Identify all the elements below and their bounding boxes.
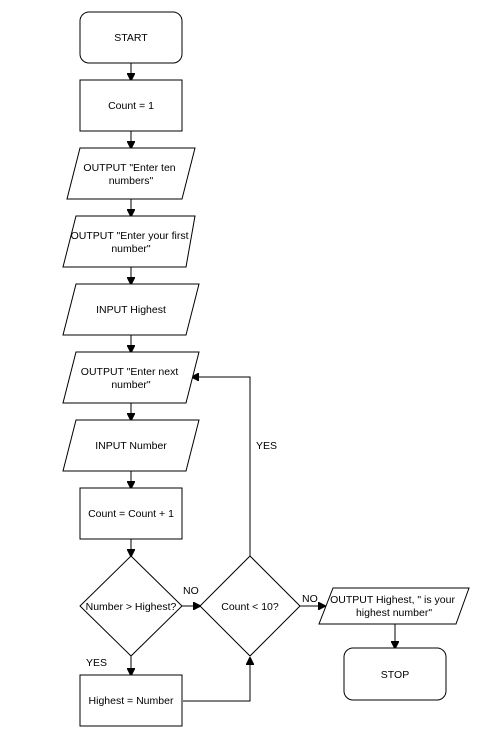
count-no-label: NO bbox=[302, 593, 318, 605]
assign-highest-process bbox=[79, 674, 183, 727]
decision-count bbox=[199, 555, 301, 657]
count-init-process bbox=[79, 79, 183, 132]
decision-count-label: Count < 10? bbox=[221, 601, 279, 613]
edges bbox=[131, 63, 395, 702]
input-highest-label: INPUT Highest bbox=[96, 304, 166, 316]
output-highest-label: OUTPUT Highest, " is your highest number… bbox=[330, 594, 458, 619]
greater-yes-label: YES bbox=[86, 657, 107, 669]
edge-count-yes-loop bbox=[192, 377, 251, 556]
start-terminator bbox=[79, 11, 183, 64]
count-increment-process bbox=[79, 487, 183, 540]
count-yes-label: YES bbox=[256, 440, 277, 452]
count-init-label: Count = 1 bbox=[108, 100, 154, 112]
output-enter-next-io bbox=[62, 351, 200, 404]
output-enter-first-io bbox=[62, 215, 196, 268]
start-label: START bbox=[114, 32, 148, 44]
stop-label: STOP bbox=[381, 669, 409, 681]
output-enter-ten-io bbox=[66, 147, 196, 200]
output-highest-io bbox=[318, 587, 470, 625]
stop-terminator bbox=[343, 647, 447, 701]
count-increment-label: Count = Count + 1 bbox=[88, 508, 174, 520]
node-labels: START Count = 1 OUTPUT "Enter ten number… bbox=[71, 32, 458, 707]
output-enter-ten-label: OUTPUT "Enter ten numbers" bbox=[83, 162, 178, 187]
output-enter-next-label: OUTPUT "Enter next number" bbox=[81, 366, 181, 391]
decision-greater-label: Number > Highest? bbox=[86, 601, 177, 613]
input-number-label: INPUT Number bbox=[95, 440, 167, 452]
input-number-io bbox=[62, 419, 200, 472]
shapes bbox=[62, 11, 470, 727]
output-enter-first-label: OUTPUT "Enter your first number" bbox=[71, 230, 192, 255]
input-highest-io bbox=[62, 283, 200, 336]
edge-assign-to-count bbox=[183, 658, 250, 702]
assign-highest-label: Highest = Number bbox=[89, 695, 174, 707]
edge-labels: NO YES YES NO bbox=[86, 440, 318, 669]
greater-no-label: NO bbox=[183, 585, 199, 597]
decision-greater bbox=[79, 555, 183, 657]
